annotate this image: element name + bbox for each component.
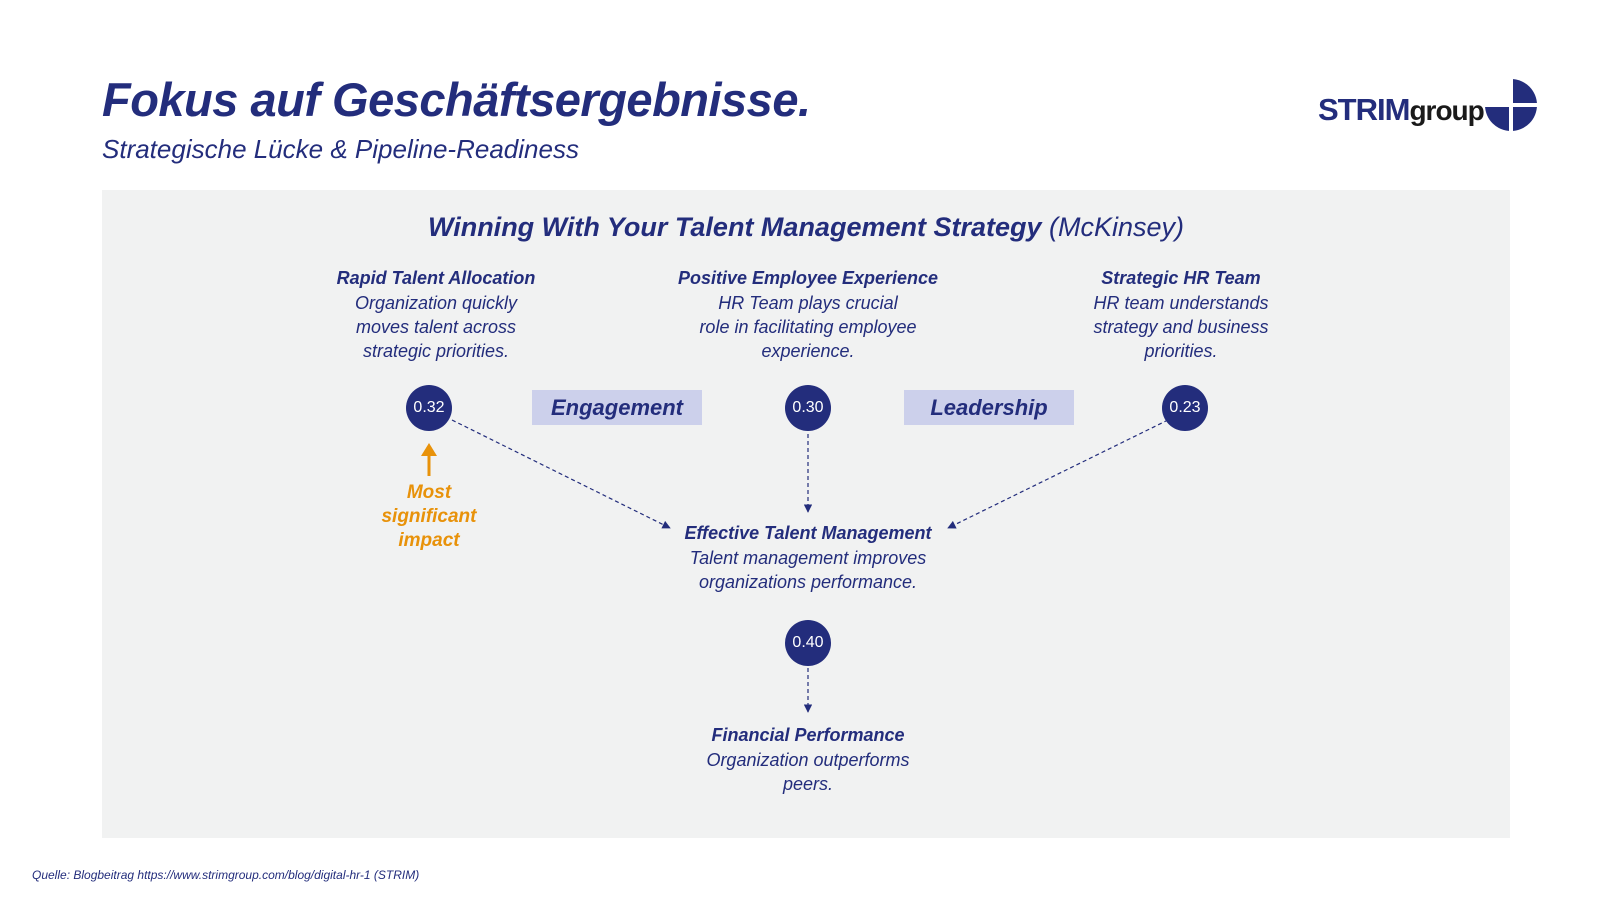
diagram-title: Winning With Your Talent Management Stra… xyxy=(102,212,1510,243)
source-note: Quelle: Blogbeitrag https://www.strimgro… xyxy=(32,868,420,882)
diagram-title-main: Winning With Your Talent Management Stra… xyxy=(427,212,1042,242)
value-badge-effective: 0.40 xyxy=(785,620,831,666)
node-strategic-hr-team: Strategic HR Team HR team understands st… xyxy=(1031,265,1331,363)
node-rapid-talent-allocation: Rapid Talent Allocation Organization qui… xyxy=(286,265,586,363)
node-heading: Rapid Talent Allocation xyxy=(336,268,536,288)
node-heading: Strategic HR Team xyxy=(1101,268,1261,288)
strimgroup-logo: STRIMgroup xyxy=(1318,78,1538,138)
value-badge-positive: 0.30 xyxy=(785,385,831,431)
impact-line: impact xyxy=(398,530,460,551)
node-description-line: organizations performance. xyxy=(698,572,918,592)
diagram-panel xyxy=(102,190,1510,838)
node-description-line: HR Team plays crucial xyxy=(718,293,898,313)
tag-engagement: Engagement xyxy=(532,390,702,425)
logo-text-strim: STRIM xyxy=(1318,92,1410,127)
logo-wordmark: STRIMgroup xyxy=(1318,92,1485,128)
logo-cross-circle-icon xyxy=(1484,78,1538,132)
logo-text-group: group xyxy=(1409,95,1484,126)
impact-line: Most xyxy=(406,482,452,503)
node-description-line: Organization outperforms xyxy=(706,750,910,770)
page-subtitle: Strategische Lücke & Pipeline-Readiness xyxy=(102,134,579,164)
node-description-line: priorities. xyxy=(1144,341,1218,361)
impact-line: significant xyxy=(381,506,477,527)
tag-leadership: Leadership xyxy=(904,390,1074,425)
node-description-line: role in facilitating employee xyxy=(699,317,917,337)
node-description-line: Talent management improves xyxy=(689,548,927,568)
node-description-line: strategy and business xyxy=(1093,317,1269,337)
node-effective-talent-management: Effective Talent Management Talent manag… xyxy=(648,520,968,594)
value-badge-rapid: 0.32 xyxy=(406,385,452,431)
page-title: Fokus auf Geschäftsergebnisse. xyxy=(102,73,811,126)
value-badge-strategic: 0.23 xyxy=(1162,385,1208,431)
impact-annotation: Most significant impact xyxy=(359,481,499,553)
node-heading: Financial Performance xyxy=(711,725,905,745)
node-positive-employee-experience: Positive Employee Experience HR Team pla… xyxy=(648,265,968,363)
node-heading: Positive Employee Experience xyxy=(677,268,939,288)
node-description-line: experience. xyxy=(761,341,855,361)
node-description-line: HR team understands xyxy=(1093,293,1269,313)
node-description-line: moves talent across xyxy=(355,317,517,337)
node-description-line: strategic priorities. xyxy=(362,341,510,361)
node-financial-performance: Financial Performance Organization outpe… xyxy=(648,722,968,796)
node-description-line: peers. xyxy=(782,774,834,794)
node-description-line: Organization quickly xyxy=(354,293,518,313)
diagram-title-source: (McKinsey) xyxy=(1049,212,1185,242)
node-heading: Effective Talent Management xyxy=(684,523,932,543)
